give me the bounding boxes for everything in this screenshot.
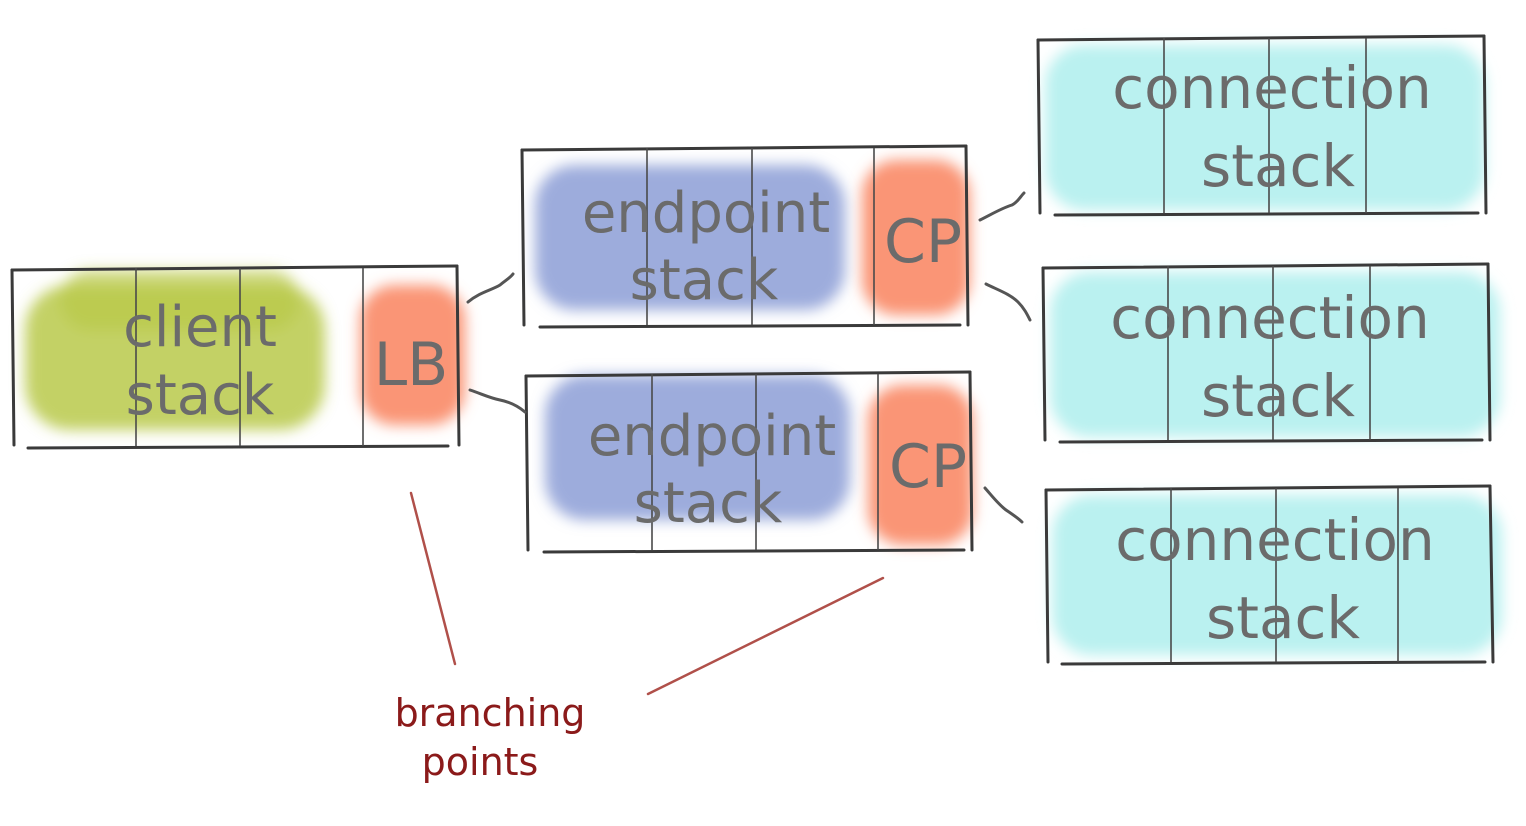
connector-lb-to-endpoint-2: [468, 388, 527, 414]
cp-2-fill: [868, 385, 973, 545]
cp-1-label: CP: [884, 207, 962, 277]
lb-fill: [360, 285, 465, 425]
connection-stack-2-label-line1: connection: [1110, 284, 1430, 352]
cp-2-label: CP: [889, 432, 967, 502]
cp-1-fill: [862, 160, 970, 315]
client-stack-frame: [10, 264, 461, 450]
branching-points-annotation: branching points: [395, 491, 885, 784]
connector-cp1-to-connection-2: [984, 282, 1032, 322]
connection-stack-1-frame: [1036, 34, 1488, 217]
connector-lb-to-endpoint-1: [466, 272, 515, 304]
annotation-label-line1: branching: [395, 691, 586, 735]
endpoint-stack-1: endpoint stack CP: [520, 144, 970, 329]
connection-stack-3: connection stack: [1044, 484, 1502, 666]
endpoint-stack-1-frame: [520, 144, 970, 329]
connection-stack-3-fill: [1052, 495, 1502, 655]
connection-stack-2-fill: [1050, 272, 1500, 437]
client-stack-label-line1: client: [123, 295, 277, 360]
endpoint-stack-2-frame: [524, 370, 974, 554]
connection-stack-2: connection stack: [1041, 262, 1500, 444]
client-stack-label-line2: stack: [126, 363, 275, 428]
endpoint-stack-2-label-line1: endpoint: [588, 404, 836, 469]
pointer-to-cp: [646, 576, 885, 696]
endpoint-stack-2-label-line2: stack: [634, 471, 783, 536]
endpoint-stack-2: endpoint stack CP: [524, 370, 974, 554]
connection-stack-2-label-line2: stack: [1201, 362, 1355, 430]
endpoint-stack-2-fill: [545, 375, 850, 520]
lb-label: LB: [374, 330, 449, 400]
endpoint-stack-1-label-line1: endpoint: [582, 181, 830, 246]
client-stack: client stack LB: [10, 264, 465, 450]
pointer-to-lb: [409, 491, 457, 666]
connection-stack-1-label-line1: connection: [1112, 54, 1432, 122]
connection-stack-3-label-line2: stack: [1206, 584, 1360, 652]
connection-stack-3-label-line1: connection: [1115, 506, 1435, 574]
connectors: [466, 191, 1032, 524]
connection-stack-1-fill: [1045, 45, 1485, 210]
endpoint-stack-1-label-line2: stack: [630, 248, 779, 313]
connection-stack-1: connection stack: [1036, 34, 1488, 217]
connection-stack-1-label-line2: stack: [1201, 132, 1355, 200]
endpoint-stack-1-fill: [535, 165, 845, 310]
connection-stack-3-frame: [1044, 484, 1495, 666]
connection-stack-2-frame: [1041, 262, 1492, 444]
connector-cp1-to-connection-1: [978, 191, 1026, 222]
connector-cp2-to-connection-3: [983, 486, 1024, 524]
annotation-label-line2: points: [422, 740, 539, 784]
